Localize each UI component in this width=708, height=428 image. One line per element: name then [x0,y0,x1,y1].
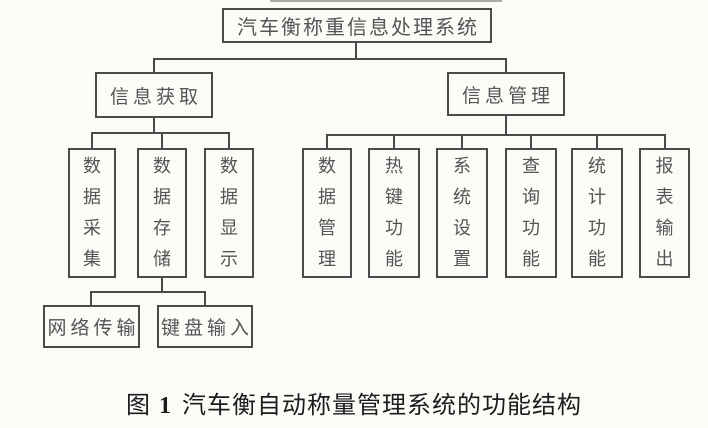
node-hotkey-function: 热 键 功 能 [368,148,420,278]
connector-storage-rail [90,291,206,293]
scan-artifact-line [270,0,502,2]
node-data-display: 数 据 显 示 [204,148,254,278]
node-statistics-function: 统 计 功 能 [571,148,623,278]
connector-drop-data-storage [161,132,163,148]
node-data-management: 数 据 管 理 [302,148,352,278]
node-data-storage: 数 据 存 储 [137,148,187,278]
figure-caption-title: 汽车衡自动称量管理系统的功能结构 [182,393,582,419]
node-query-function: 查 询 功 能 [505,148,557,278]
node-data-collection: 数 据 采 集 [68,148,116,278]
connector-root-stem [355,43,357,59]
connector-acquisition-rail [91,132,230,134]
connector-drop-system-settings [461,134,463,148]
figure-caption-label: 图 [126,393,151,419]
node-information-management: 信息管理 [447,72,565,116]
connector-drop-query-function [530,134,532,148]
connector-management-rail [326,134,666,136]
connector-level2-rail [153,58,507,60]
connector-acquisition-stem [153,118,155,134]
connector-drop-hotkey-function [393,134,395,148]
connector-drop-statistics-function [596,134,598,148]
node-information-acquisition: 信息获取 [95,72,213,118]
node-system-settings: 系 统 设 置 [436,148,488,278]
node-report-output: 报 表 输 出 [639,148,690,278]
connector-storage-stem [161,278,163,293]
node-root: 汽车衡称重信息处理系统 [222,8,492,43]
connector-drop-data-collection [91,132,93,148]
connector-management-stem [505,116,507,136]
node-network-transmission: 网络传输 [43,305,140,348]
connector-acquisition-drop [153,58,155,73]
node-keyboard-input: 键盘输入 [157,305,253,348]
connector-drop-network-transmission [90,291,92,306]
connector-drop-data-management [326,134,328,148]
connector-drop-data-display [228,132,230,148]
connector-drop-keyboard-input [204,291,206,306]
connector-drop-report-output [664,134,666,148]
figure-caption-number: 1 [159,393,172,419]
connector-management-drop [505,58,507,73]
